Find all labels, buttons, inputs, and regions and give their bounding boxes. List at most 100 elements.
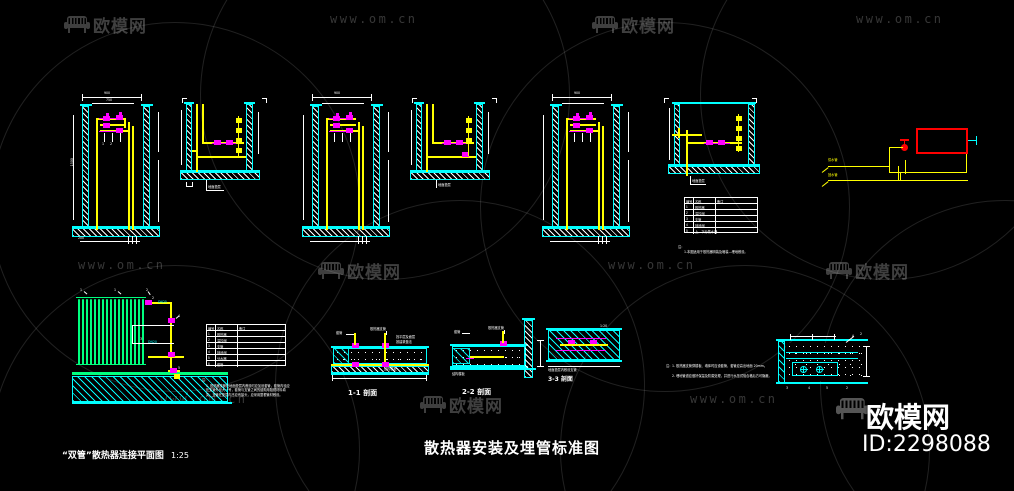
table-row: 4 锁闭阀	[685, 222, 757, 228]
cell: 5	[208, 356, 210, 360]
table-row: 6 套管	[207, 361, 285, 367]
note-label: 注：	[666, 364, 673, 368]
note-line-2: 2. 埋地管道应做好保温及防腐处理，并进行水压试验合格后方可隐蔽。	[672, 374, 772, 378]
cell: 锁闭阀	[695, 224, 705, 228]
cell: 6	[208, 362, 210, 366]
cell: 1	[686, 205, 688, 209]
table-row: 5 上、下分集水器	[685, 228, 757, 234]
cell: 上、下分集水器	[695, 230, 718, 234]
watermark-url: www.om.cn	[330, 12, 418, 26]
radiator-fin	[130, 299, 132, 365]
cell: 备注	[717, 200, 724, 204]
watermark-url-text: www.om.cn	[78, 258, 166, 272]
cell: 锁闭阀	[217, 351, 227, 355]
radiator-fin	[94, 299, 96, 365]
page-title: 散热器安装及埋管标准图	[424, 439, 601, 457]
watermark-brand: 欧模网	[866, 401, 951, 434]
watermark-sofa-icon	[836, 398, 869, 420]
cell: 散热器	[695, 206, 705, 210]
cell: 4	[208, 350, 210, 354]
cell: 2	[686, 211, 688, 215]
radiator-fin	[86, 299, 88, 365]
dim-text: 750	[106, 98, 113, 102]
radiator-fin	[134, 299, 136, 365]
cell: 支管	[695, 218, 702, 222]
arc	[200, 0, 570, 280]
radiator-fin	[106, 299, 108, 365]
cell: 散热器	[217, 333, 227, 337]
radiator-fin	[138, 299, 140, 365]
radiator-fin	[122, 299, 124, 365]
table-row: 2 温控阀	[207, 337, 285, 343]
watermark-url-text: www.om.cn	[330, 12, 418, 26]
radiator-fin	[78, 299, 80, 365]
cell: 3	[686, 217, 688, 221]
cell: 备注	[239, 327, 246, 331]
caption-plan-scale: 1:25	[170, 451, 189, 460]
watermark-url: www.om.cn	[856, 12, 944, 26]
caption-3-3: 3-3 剖面	[548, 376, 573, 383]
radiator-fins	[78, 299, 144, 365]
cell: 编号	[686, 200, 693, 204]
caption-2-2: 2-2 剖面	[462, 388, 492, 396]
table-header-row: 编号名称备注	[207, 325, 285, 331]
sofa-icon	[826, 262, 852, 279]
dim-text: 900	[104, 91, 111, 95]
radiator-fin	[90, 299, 92, 365]
watermark-url: www.om.cn	[78, 258, 166, 272]
watermark-url: www.om.cn	[690, 392, 778, 406]
valve-icon	[901, 144, 908, 151]
watermark-id: ID:2298088	[862, 432, 991, 457]
radiator-fin	[110, 299, 112, 365]
radiator-fin	[82, 299, 84, 365]
table-row: 1 散热器	[685, 204, 757, 210]
schematic-label-return: 回水管	[828, 173, 838, 177]
watermark-logo: 欧模网	[318, 258, 401, 283]
radiator-fin	[118, 299, 120, 365]
legend-2-note-label: 注：	[202, 378, 209, 382]
note-line-1: 1. 散热器支管穿楼板、墙体时应设套管，套管应高出地面 20mm。	[672, 364, 768, 368]
radiator-fin	[114, 299, 116, 365]
watermark-brand-text: 欧模网	[347, 263, 401, 283]
cell: 分水器	[217, 357, 227, 361]
cell: 名称	[217, 327, 224, 331]
table-row: 3 支管	[685, 216, 757, 222]
watermark-logo: 欧模网	[64, 12, 147, 37]
radiator-fin	[126, 299, 128, 365]
cell: 3	[208, 344, 210, 348]
cell: 2	[208, 338, 210, 342]
cell: 支管	[217, 345, 224, 349]
radiator-symbol	[916, 128, 968, 154]
sofa-icon	[592, 16, 618, 33]
table-row: 1 散热器	[207, 331, 285, 337]
cell: 温控阀	[217, 339, 227, 343]
radiator-fin	[142, 299, 144, 365]
watermark-brand-text: 欧模网	[621, 17, 675, 37]
radiator-fin	[102, 299, 104, 365]
table-row: 3 支管	[207, 343, 285, 349]
caption-plan-text: “双管”散热器连接平面图	[62, 451, 164, 461]
sofa-icon	[318, 262, 344, 279]
watermark-brand-text: 欧模网	[93, 17, 147, 37]
cell: 4	[686, 223, 688, 227]
sofa-icon	[64, 16, 90, 33]
table-header-row: 编号名称 备注	[685, 198, 757, 204]
legend-note-text: 1.本图适用于散热器明装及暗装—埋地敷设。	[684, 250, 748, 254]
caption-1-1: 1-1 剖面	[348, 389, 378, 397]
table-row: 5 分水器	[207, 355, 285, 361]
cell: 套管	[217, 363, 224, 367]
watermark-logo: 欧模网	[592, 12, 675, 37]
conduit-box	[792, 362, 838, 376]
cell: 5	[686, 229, 688, 233]
watermark-logo: 欧模网	[826, 258, 909, 283]
watermark-url-text: www.om.cn	[690, 392, 778, 406]
legend-2-note-text: 1. 散热器支管在地面垫层内敷设时应加设套管，套管内径应比支管外径大一号，套管与…	[206, 384, 290, 397]
arc	[0, 22, 360, 392]
cell: 1	[208, 332, 210, 336]
cell: 名称	[695, 200, 702, 204]
radiator-fin	[98, 299, 100, 365]
